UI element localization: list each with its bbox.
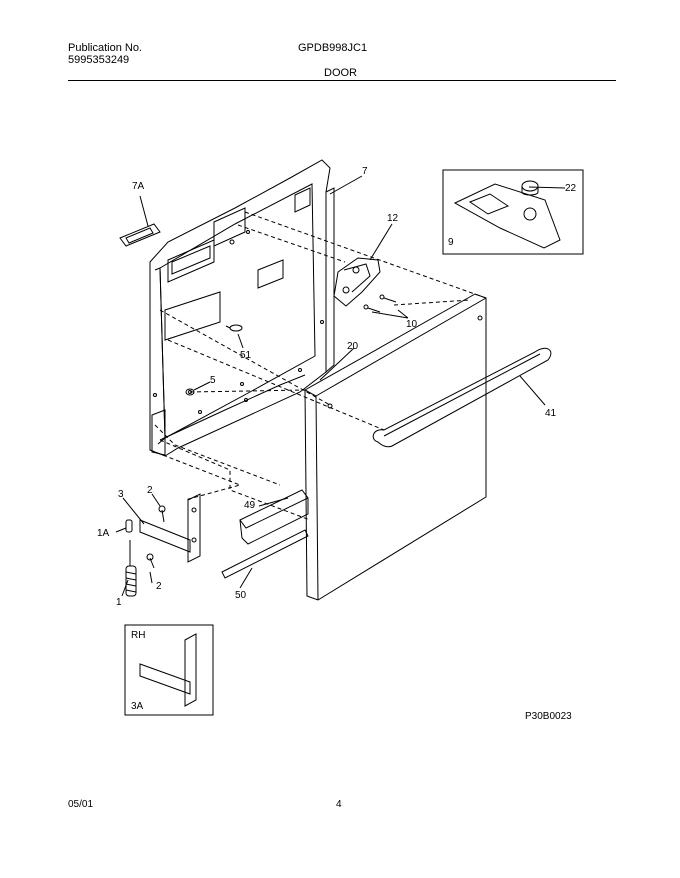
footer-date: 05/01	[68, 799, 94, 810]
callout-1: 1	[116, 597, 122, 608]
inset-dispenser-box	[442, 169, 584, 255]
outer-door-panel	[304, 293, 487, 601]
callout-10: 10	[406, 319, 418, 330]
publication-label: Publication No.	[68, 42, 142, 54]
callout-12: 12	[387, 213, 399, 224]
callout-9: 9	[448, 237, 454, 248]
callout-50: 50	[235, 590, 247, 601]
publication-number: 5995353249	[68, 54, 130, 66]
part-12-latch	[333, 257, 381, 307]
assembly-lines	[149, 211, 487, 521]
part-51-clip	[225, 324, 243, 332]
callout-20: 20	[347, 341, 359, 352]
part-41-handle	[372, 347, 552, 448]
callout-49: 49	[244, 500, 256, 511]
callout-7: 7	[362, 166, 368, 177]
inset-rh-hinge-box	[124, 624, 214, 716]
leader-lines	[115, 175, 566, 597]
header-rule	[68, 80, 616, 81]
callout-3: 3	[118, 489, 124, 500]
callout-3a: 3A	[131, 701, 144, 712]
part-1a-clip	[125, 519, 133, 533]
callout-2-lower: 2	[156, 581, 162, 592]
inner-door-panel	[149, 159, 335, 457]
part-49-trim	[239, 489, 309, 545]
callout-1a: 1A	[97, 528, 110, 539]
callout-41: 41	[545, 408, 557, 419]
section-title: DOOR	[324, 67, 357, 79]
part-7a-pad	[119, 223, 161, 247]
callout-rh: RH	[131, 630, 145, 641]
part-10-screws	[363, 294, 397, 313]
part-1-spring	[125, 540, 137, 597]
diagram-id: P30B0023	[525, 711, 572, 722]
model-number: GPDB998JC1	[298, 42, 368, 54]
callout-2-upper: 2	[147, 485, 153, 496]
callout-22: 22	[565, 183, 577, 194]
callout-5: 5	[210, 375, 216, 386]
callout-51: 51	[240, 350, 252, 361]
part-2-screws	[146, 505, 166, 569]
part-50-gasket	[221, 529, 309, 579]
footer-page-number: 4	[336, 799, 342, 810]
callout-7a: 7A	[132, 181, 145, 192]
part-3-hinge	[139, 493, 201, 563]
